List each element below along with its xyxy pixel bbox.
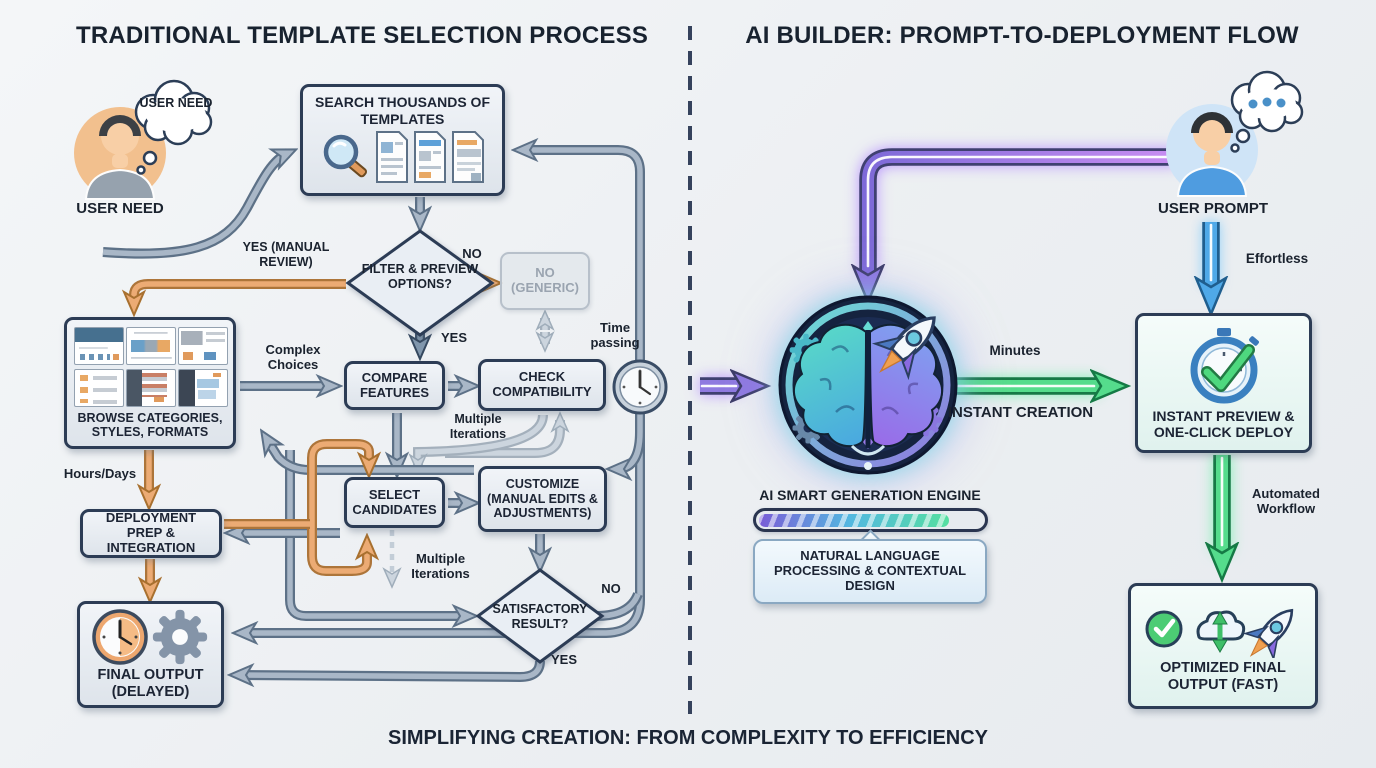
thought-bubble-prompt xyxy=(1230,70,1304,153)
node-compare-features: COMPARE FEATURES xyxy=(344,361,445,410)
edge-label-yes: YES xyxy=(440,330,467,345)
edge-label-hours-days: Hours/Days xyxy=(63,466,137,481)
edge-label-time-passing: Time passing xyxy=(590,320,640,351)
optimized-output-label: OPTIMIZED FINAL OUTPUT (FAST) xyxy=(1160,660,1286,693)
filter-decision-diamond xyxy=(345,229,495,337)
arrow-filter-yes-to-browse xyxy=(134,281,346,306)
filter-decision-label: FILTER & PREVIEW OPTIONS? xyxy=(361,262,479,291)
compare-features-label: COMPARE FEATURES xyxy=(359,369,430,400)
template-thumbnail xyxy=(178,327,228,365)
final-output-icons xyxy=(91,609,207,666)
arrow-user-to-search xyxy=(102,153,288,257)
rocket-icon xyxy=(1235,598,1303,659)
template-thumbnail xyxy=(126,327,176,365)
cloud-sync-icon xyxy=(1196,610,1246,654)
node-check-compatibility: CHECK COMPATIBILITY xyxy=(478,359,606,411)
node-select-candidates: SELECT CANDIDATES xyxy=(344,477,445,528)
time-passing-clock-icon xyxy=(612,359,668,415)
user-need-bubble-text: USER NEED xyxy=(139,96,213,110)
thought-bubble-user-need xyxy=(134,79,213,175)
left-panel-title: TRADITIONAL TEMPLATE SELECTION PROCESS xyxy=(75,22,649,49)
arrow-orange-loop-bottom xyxy=(307,544,372,576)
edge-label-no: NO xyxy=(601,581,621,596)
template-thumbnail xyxy=(74,369,124,407)
satisfactory-decision-label: SATISFACTORY RESULT? xyxy=(492,602,588,631)
node-search-templates: SEARCH THOUSANDS OF TEMPLATES xyxy=(300,84,505,196)
edge-label-instant-creation: INSTANT CREATION xyxy=(947,404,1094,421)
document-icon xyxy=(413,130,446,183)
arrow-browse-to-satisfactory xyxy=(287,450,468,616)
gear-icon xyxy=(152,610,207,665)
left-flow-arrows xyxy=(102,150,645,677)
final-output-label: FINAL OUTPUT (DELAYED) xyxy=(97,667,204,700)
deployment-prep-label: DEPLOYMENT PREP & INTEGRATION xyxy=(105,510,197,555)
arrow-iterations-to-check xyxy=(445,411,570,456)
user-prompt-caption: USER PROMPT xyxy=(1157,200,1268,217)
edge-label-automated-workflow: Automated Workflow xyxy=(1252,486,1320,517)
magnifier-icon xyxy=(323,134,367,177)
template-thumbnail xyxy=(74,327,124,365)
arrow-check-to-select xyxy=(408,414,546,475)
select-candidates-label: SELECT CANDIDATES xyxy=(352,486,437,517)
generation-progress-bar xyxy=(753,508,988,532)
template-thumbnail xyxy=(126,369,176,407)
optimized-output-icons xyxy=(1145,598,1303,659)
document-icon xyxy=(451,130,484,183)
arrow-prompt-to-engine xyxy=(859,148,1178,274)
edge-label-no: NO xyxy=(462,246,482,261)
progress-fill xyxy=(758,513,949,527)
edge-label-minutes: Minutes xyxy=(989,343,1041,358)
right-flow-arrows xyxy=(700,148,1222,552)
bubble-dots-icon xyxy=(1248,97,1286,109)
node-browse-categories: BROWSE CATEGORIES, STYLES, FORMATS xyxy=(64,317,236,449)
arrow-prompt-to-engine xyxy=(868,151,1178,274)
node-deployment-prep: DEPLOYMENT PREP & INTEGRATION xyxy=(80,509,222,558)
edge-label-yes: YES xyxy=(550,652,577,667)
user-avatar-prompt xyxy=(1166,104,1258,197)
arrow-timeline-to-customize xyxy=(616,431,643,469)
edge-label-multiple-iterations: Multiple Iterations xyxy=(449,412,507,441)
template-thumbnail xyxy=(178,369,228,407)
node-customize: CUSTOMIZE (MANUAL EDITS & ADJUSTMENTS) xyxy=(478,466,607,532)
user-avatar-traditional xyxy=(74,107,166,200)
arrow-orange-loop-top xyxy=(309,441,369,556)
satisfactory-decision-diamond xyxy=(475,568,605,664)
arrow-satisfactory-yes-to-final xyxy=(238,660,543,677)
node-instant-preview: INSTANT PREVIEW & ONE-CLICK DEPLOY xyxy=(1135,313,1312,453)
document-icon xyxy=(375,130,408,183)
check-compatibility-label: CHECK COMPATIBILITY xyxy=(492,369,592,399)
engine-caption: AI SMART GENERATION ENGINE xyxy=(759,487,981,503)
clock-delay-icon xyxy=(91,609,148,666)
node-optimized-output: OPTIMIZED FINAL OUTPUT (FAST) xyxy=(1128,583,1318,709)
check-circle-icon xyxy=(1145,610,1183,648)
ai-engine-icon xyxy=(778,295,958,475)
edge-label-yes-manual-review: YES (MANUAL REVIEW) xyxy=(242,240,330,269)
right-panel-title: AI BUILDER: PROMPT-TO-DEPLOYMENT FLOW xyxy=(745,22,1299,49)
panel-divider xyxy=(688,26,692,714)
template-thumbnails xyxy=(74,327,228,407)
search-templates-label: SEARCH THOUSANDS OF TEMPLATES xyxy=(314,94,490,127)
footer-caption: SIMPLIFYING CREATION: FROM COMPLEXITY TO… xyxy=(387,727,989,749)
edge-label-multiple-iterations: Multiple Iterations xyxy=(411,551,470,582)
node-no-generic: NO (GENERIC) xyxy=(500,252,590,310)
search-box-icons xyxy=(323,130,484,183)
nlp-design-label: NATURAL LANGUAGE PROCESSING & CONTEXTUAL… xyxy=(773,548,967,593)
arrow-filter-yes-to-browse xyxy=(129,279,346,306)
stopwatch-check-icon xyxy=(1190,327,1259,404)
user-need-caption: USER NEED xyxy=(76,200,164,217)
node-nlp-design: NATURAL LANGUAGE PROCESSING & CONTEXTUAL… xyxy=(753,539,987,604)
instant-preview-label: INSTANT PREVIEW & ONE-CLICK DEPLOY xyxy=(1152,407,1295,440)
arrow-loop-no-to-search xyxy=(522,150,643,574)
no-generic-label: NO (GENERIC) xyxy=(511,265,579,295)
node-final-output-delayed: FINAL OUTPUT (DELAYED) xyxy=(77,601,224,708)
edge-label-complex-choices: Complex Choices xyxy=(265,342,321,373)
browse-categories-label: BROWSE CATEGORIES, STYLES, FORMATS xyxy=(77,411,223,440)
edge-label-effortless: Effortless xyxy=(1245,251,1309,266)
customize-label: CUSTOMIZE (MANUAL EDITS & ADJUSTMENTS) xyxy=(487,477,598,521)
arrow-orange-loop-bottom xyxy=(309,544,367,574)
